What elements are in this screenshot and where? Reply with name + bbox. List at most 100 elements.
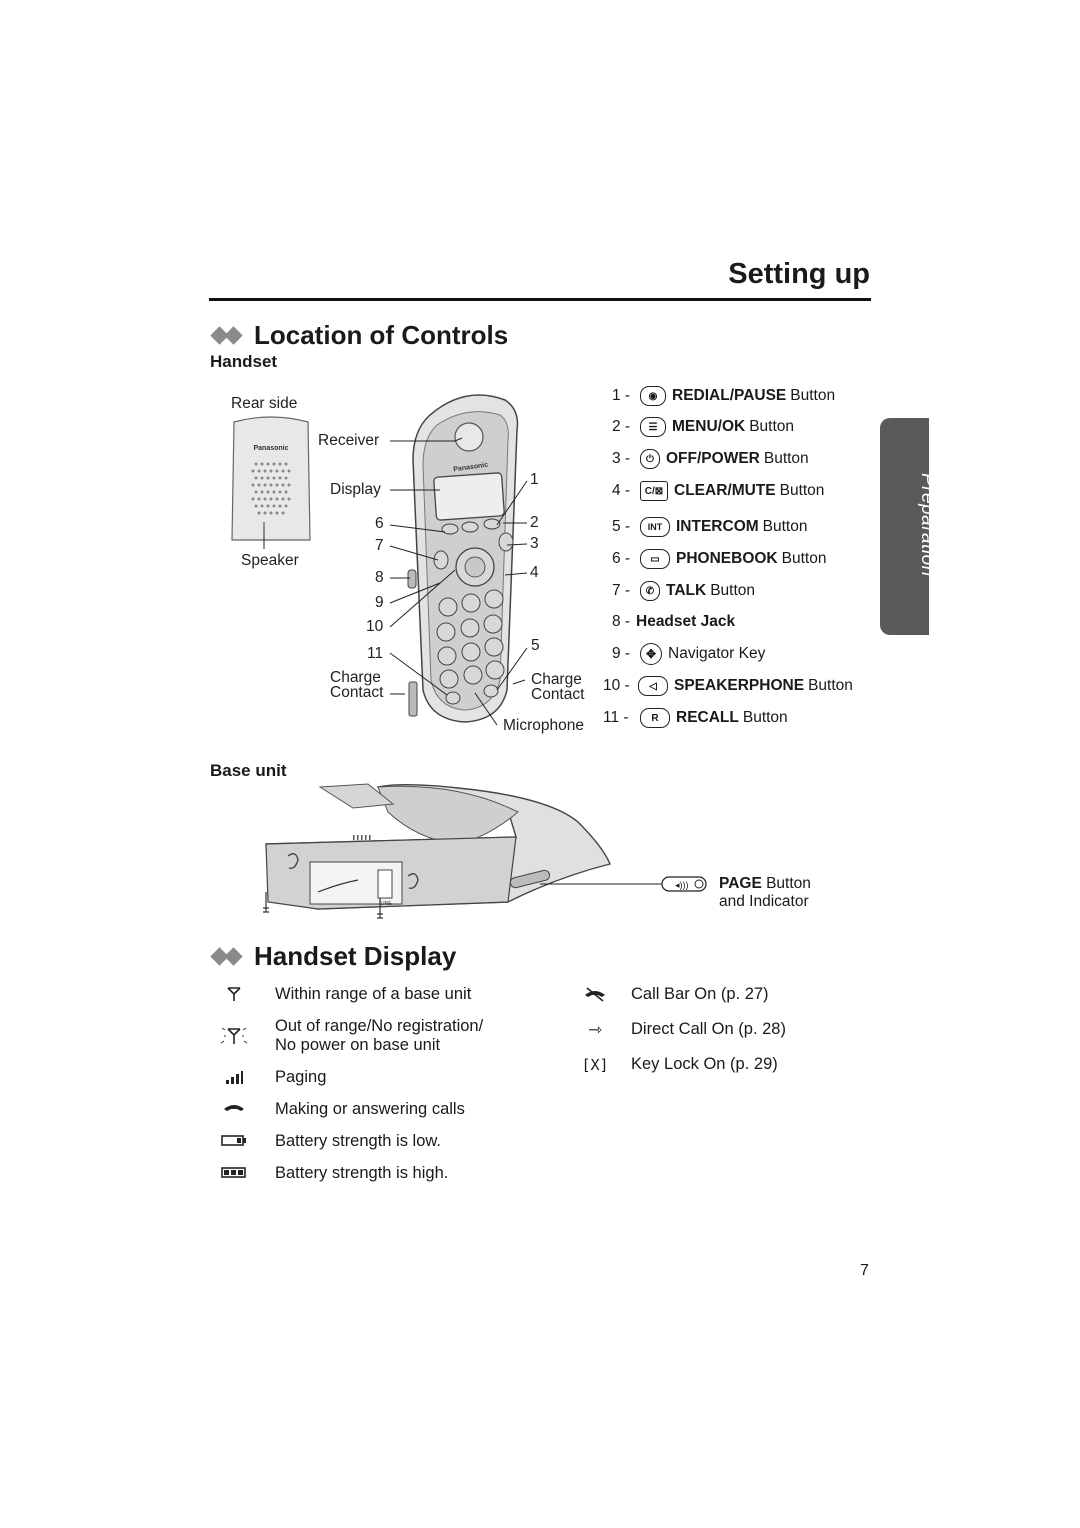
control-num: 8 - <box>612 613 631 630</box>
base-unit-illustration: LINE <box>263 783 611 919</box>
speaker-label: Speaker <box>241 552 299 569</box>
control-num: 10 - <box>603 677 630 694</box>
display-item-text: Call Bar On (p. 27) <box>631 985 769 1003</box>
control-name: CLEAR/MUTE <box>674 482 776 499</box>
display-item-text: Paging <box>275 1068 327 1086</box>
display-item-text: Direct Call On (p. 28) <box>631 1020 786 1038</box>
control-item-phonebook: 6 - ▭ PHONEBOOK Button <box>612 547 826 571</box>
side-tab-label: Preparation <box>917 473 938 577</box>
callout-6: 6 <box>375 515 384 532</box>
control-num: 1 - <box>612 387 631 404</box>
charge-contact-left-line1: Charge <box>330 669 381 686</box>
antenna-flashing-icon <box>209 1017 259 1047</box>
handset-icon <box>209 1100 259 1115</box>
page-button-label: PAGE Button and Indicator <box>719 875 811 911</box>
control-suffix: Button <box>763 450 809 467</box>
control-num: 7 - <box>612 582 631 599</box>
charge-contact-right-line2: Contact <box>531 686 585 703</box>
page-title: Setting up <box>728 258 870 290</box>
handset-front-illustration: Panasonic <box>407 394 519 723</box>
side-tab <box>880 418 929 635</box>
display-item-text: Out of range/No registration/ No power o… <box>275 1017 483 1055</box>
control-suffix: Button <box>779 482 825 499</box>
display-item: [X] Key Lock On (p. 29) <box>570 1055 777 1075</box>
control-suffix: Button <box>790 387 836 404</box>
page-button-name: PAGE <box>719 875 762 892</box>
front-brand-text: Panasonic <box>453 462 489 474</box>
page-button-leader: ◂))) <box>540 876 707 892</box>
talk-icon: ✆ <box>640 581 660 601</box>
svg-text:◂))): ◂))) <box>675 880 689 890</box>
rear-side-label: Rear side <box>231 395 298 412</box>
diamond-bullet-icon <box>210 946 248 967</box>
control-item-navigator: 9 - ✥ Navigator Key <box>612 642 765 666</box>
callout-1: 1 <box>530 471 539 488</box>
control-name: MENU/OK <box>672 418 746 435</box>
battery-low-icon <box>209 1132 259 1147</box>
control-name: SPEAKERPHONE <box>674 677 805 694</box>
control-name: TALK <box>666 582 707 599</box>
control-item-recall: 11 - R RECALL Button <box>603 706 788 730</box>
control-num: 3 - <box>612 450 631 467</box>
section-display-title: Handset Display <box>210 941 456 972</box>
line-jack-text: LINE <box>380 901 392 907</box>
control-num: 6 - <box>612 550 631 567</box>
callout-8: 8 <box>375 569 384 586</box>
control-item-off: 3 - ⏻ OFF/POWER Button <box>612 447 809 471</box>
control-suffix: Button <box>710 582 755 599</box>
control-item-intercom: 5 - INT INTERCOM Button <box>612 515 807 539</box>
charge-contact-right-line1: Charge <box>531 671 582 688</box>
callout-9: 9 <box>375 594 384 611</box>
display-label: Display <box>330 481 381 498</box>
control-num: 11 - <box>603 709 629 726</box>
callout-7: 7 <box>375 537 384 554</box>
handset-rear-illustration: Panasonic <box>231 416 311 544</box>
display-item: Battery strength is high. <box>209 1164 448 1183</box>
charge-contact-left-line2: Contact <box>330 684 384 701</box>
recall-icon: R <box>640 708 670 728</box>
control-suffix: Navigator Key <box>668 645 766 662</box>
control-item-clear: 4 - C/⊠ CLEAR/MUTE Button <box>612 479 824 503</box>
handset-subheading: Handset <box>210 352 278 371</box>
receiver-label: Receiver <box>318 432 380 449</box>
control-name: REDIAL/PAUSE <box>672 387 787 404</box>
redial-pause-icon: ◉ <box>640 386 666 406</box>
control-suffix: Button <box>749 418 795 435</box>
battery-high-icon <box>209 1164 259 1179</box>
control-num: 5 - <box>612 518 631 535</box>
title-rule <box>209 298 871 301</box>
callout-3: 3 <box>530 535 539 552</box>
callout-4: 4 <box>530 564 539 581</box>
display-item: Paging <box>209 1068 326 1087</box>
page-button-line2: and Indicator <box>719 893 809 910</box>
control-suffix: Button <box>762 518 808 535</box>
control-suffix: Button <box>742 709 788 726</box>
control-item-speakerphone: 10 - ◁ SPEAKERPHONE Button <box>603 674 853 698</box>
callout-2: 2 <box>530 514 539 531</box>
control-num: 2 - <box>612 418 631 435</box>
callout-10: 10 <box>366 618 384 635</box>
display-item-text: Battery strength is low. <box>275 1132 441 1150</box>
antenna-icon <box>209 985 259 1002</box>
display-item-text: Within range of a base unit <box>275 985 472 1003</box>
call-bar-icon <box>570 985 620 1002</box>
base-unit-subheading: Base unit <box>210 761 287 780</box>
display-item-text: Battery strength is high. <box>275 1164 449 1182</box>
leader-lines <box>263 437 528 726</box>
display-item-text: Making or answering calls <box>275 1100 465 1118</box>
microphone-label: Microphone <box>503 717 584 734</box>
paging-icon <box>209 1068 259 1085</box>
control-suffix: Button <box>781 550 827 567</box>
control-suffix: Button <box>808 677 853 694</box>
clear-mute-icon: C/⊠ <box>640 481 668 501</box>
control-name: INTERCOM <box>676 518 759 535</box>
display-item: Battery strength is low. <box>209 1132 441 1151</box>
control-item-menu: 2 - ☰ MENU/OK Button <box>612 415 794 439</box>
charge-contact-left-label: Charge Contact <box>330 669 383 702</box>
display-item: Out of range/No registration/ No power o… <box>209 1017 483 1055</box>
rear-brand-text: Panasonic <box>253 445 288 452</box>
display-item: Making or answering calls <box>209 1100 465 1119</box>
display-item-text-line2: No power on base unit <box>275 1036 441 1054</box>
charge-contact-right-label: Charge Contact <box>531 671 584 704</box>
menu-ok-icon: ☰ <box>640 417 666 437</box>
